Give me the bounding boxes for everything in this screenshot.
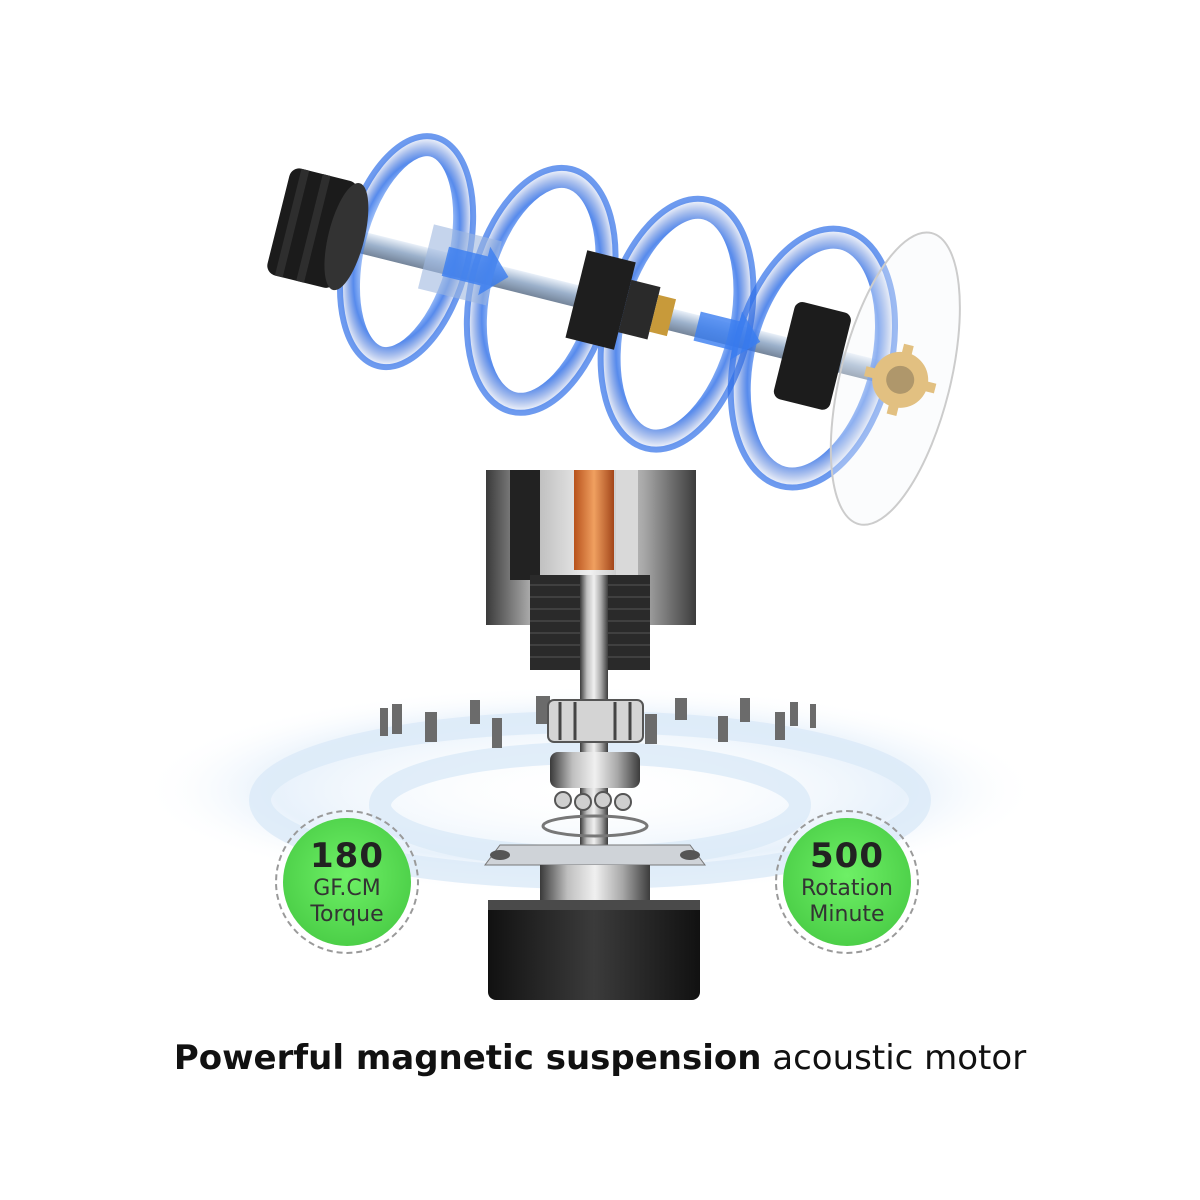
torque-unit: GF.CM (313, 876, 381, 901)
torque-badge: 180 GF.CM Torque (275, 810, 419, 954)
speed-unit: Rotation (800, 876, 893, 901)
torque-value: 180 (310, 836, 384, 876)
motor-cutaway (380, 470, 816, 1000)
caption-bold: Powerful magnetic suspension (173, 1038, 762, 1078)
torque-label: Torque (310, 902, 384, 927)
caption-regular: acoustic motor (772, 1038, 1027, 1078)
speed-badge: 500 Rotation Minute (775, 810, 919, 954)
speed-value: 500 (810, 836, 884, 876)
rotor-assembly (267, 116, 961, 526)
speed-label: Minute (809, 902, 885, 927)
product-caption: Powerful magnetic suspension acoustic mo… (0, 1038, 1200, 1078)
